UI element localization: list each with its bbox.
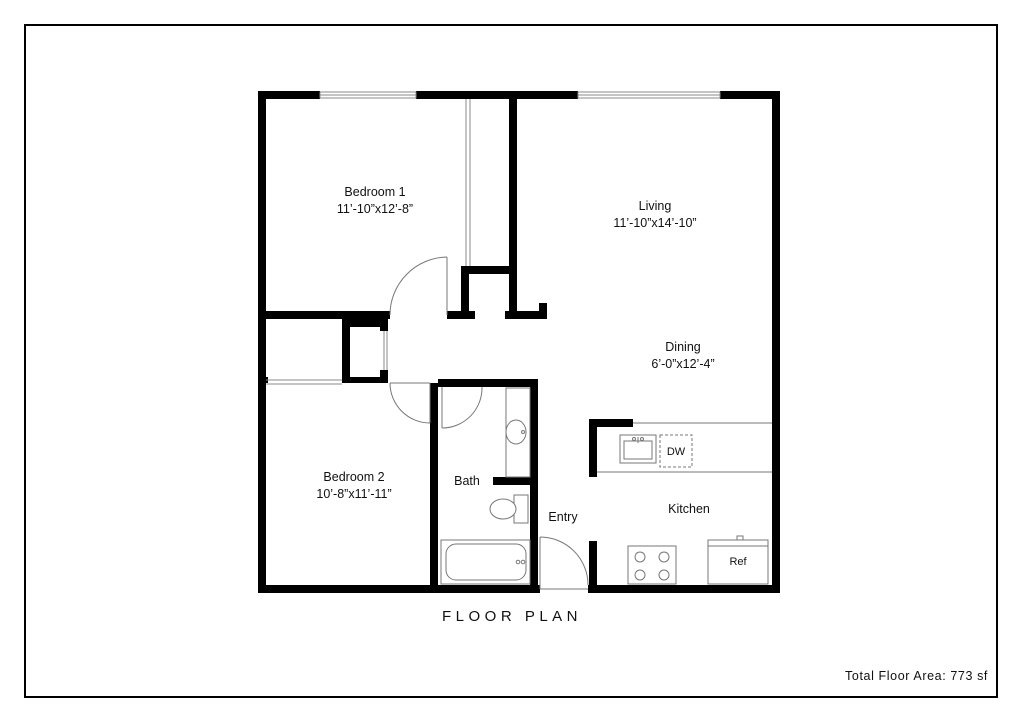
- closet-doors: [266, 99, 471, 385]
- kitchen-fixtures: [597, 422, 772, 585]
- total-floor-area: Total Floor Area: 773 sf: [845, 669, 988, 683]
- room-bedroom-1: Bedroom 1 11’-10”x12’-8”: [337, 184, 413, 218]
- room-size: 6’-0”x12’-4”: [651, 357, 715, 371]
- room-name: Kitchen: [668, 502, 710, 516]
- bath-fixtures: [440, 387, 531, 585]
- room-size: 11’-10”x14’-10”: [613, 216, 697, 230]
- room-entry: Entry: [548, 509, 577, 526]
- windows: [319, 91, 721, 99]
- room-size: 10’-8”x11’-11”: [316, 487, 392, 501]
- room-bath: Bath: [454, 473, 480, 490]
- room-name: Living: [638, 199, 672, 213]
- room-name: Bath: [454, 474, 480, 488]
- room-name: Dining: [665, 340, 701, 354]
- dishwasher-label: DW: [666, 446, 686, 458]
- room-bedroom-2: Bedroom 2 10’-8”x11’-11”: [316, 469, 391, 503]
- room-living: Living 11’-10”x14’-10”: [613, 198, 696, 232]
- refrigerator-label: Ref: [729, 556, 747, 568]
- interior-walls: [258, 91, 633, 593]
- room-size: 11’-10”x12’-8”: [336, 202, 414, 216]
- page-border: [24, 24, 998, 698]
- plan-title: FLOOR PLAN: [441, 608, 583, 625]
- exterior-walls: [258, 91, 780, 593]
- room-name: Bedroom 1: [344, 185, 406, 199]
- room-dining: Dining 6’-0”x12’-4”: [651, 339, 714, 373]
- room-kitchen: Kitchen: [668, 501, 710, 518]
- room-name: Bedroom 2: [323, 470, 385, 484]
- room-name: Entry: [548, 510, 578, 524]
- door-swings: [389, 256, 589, 590]
